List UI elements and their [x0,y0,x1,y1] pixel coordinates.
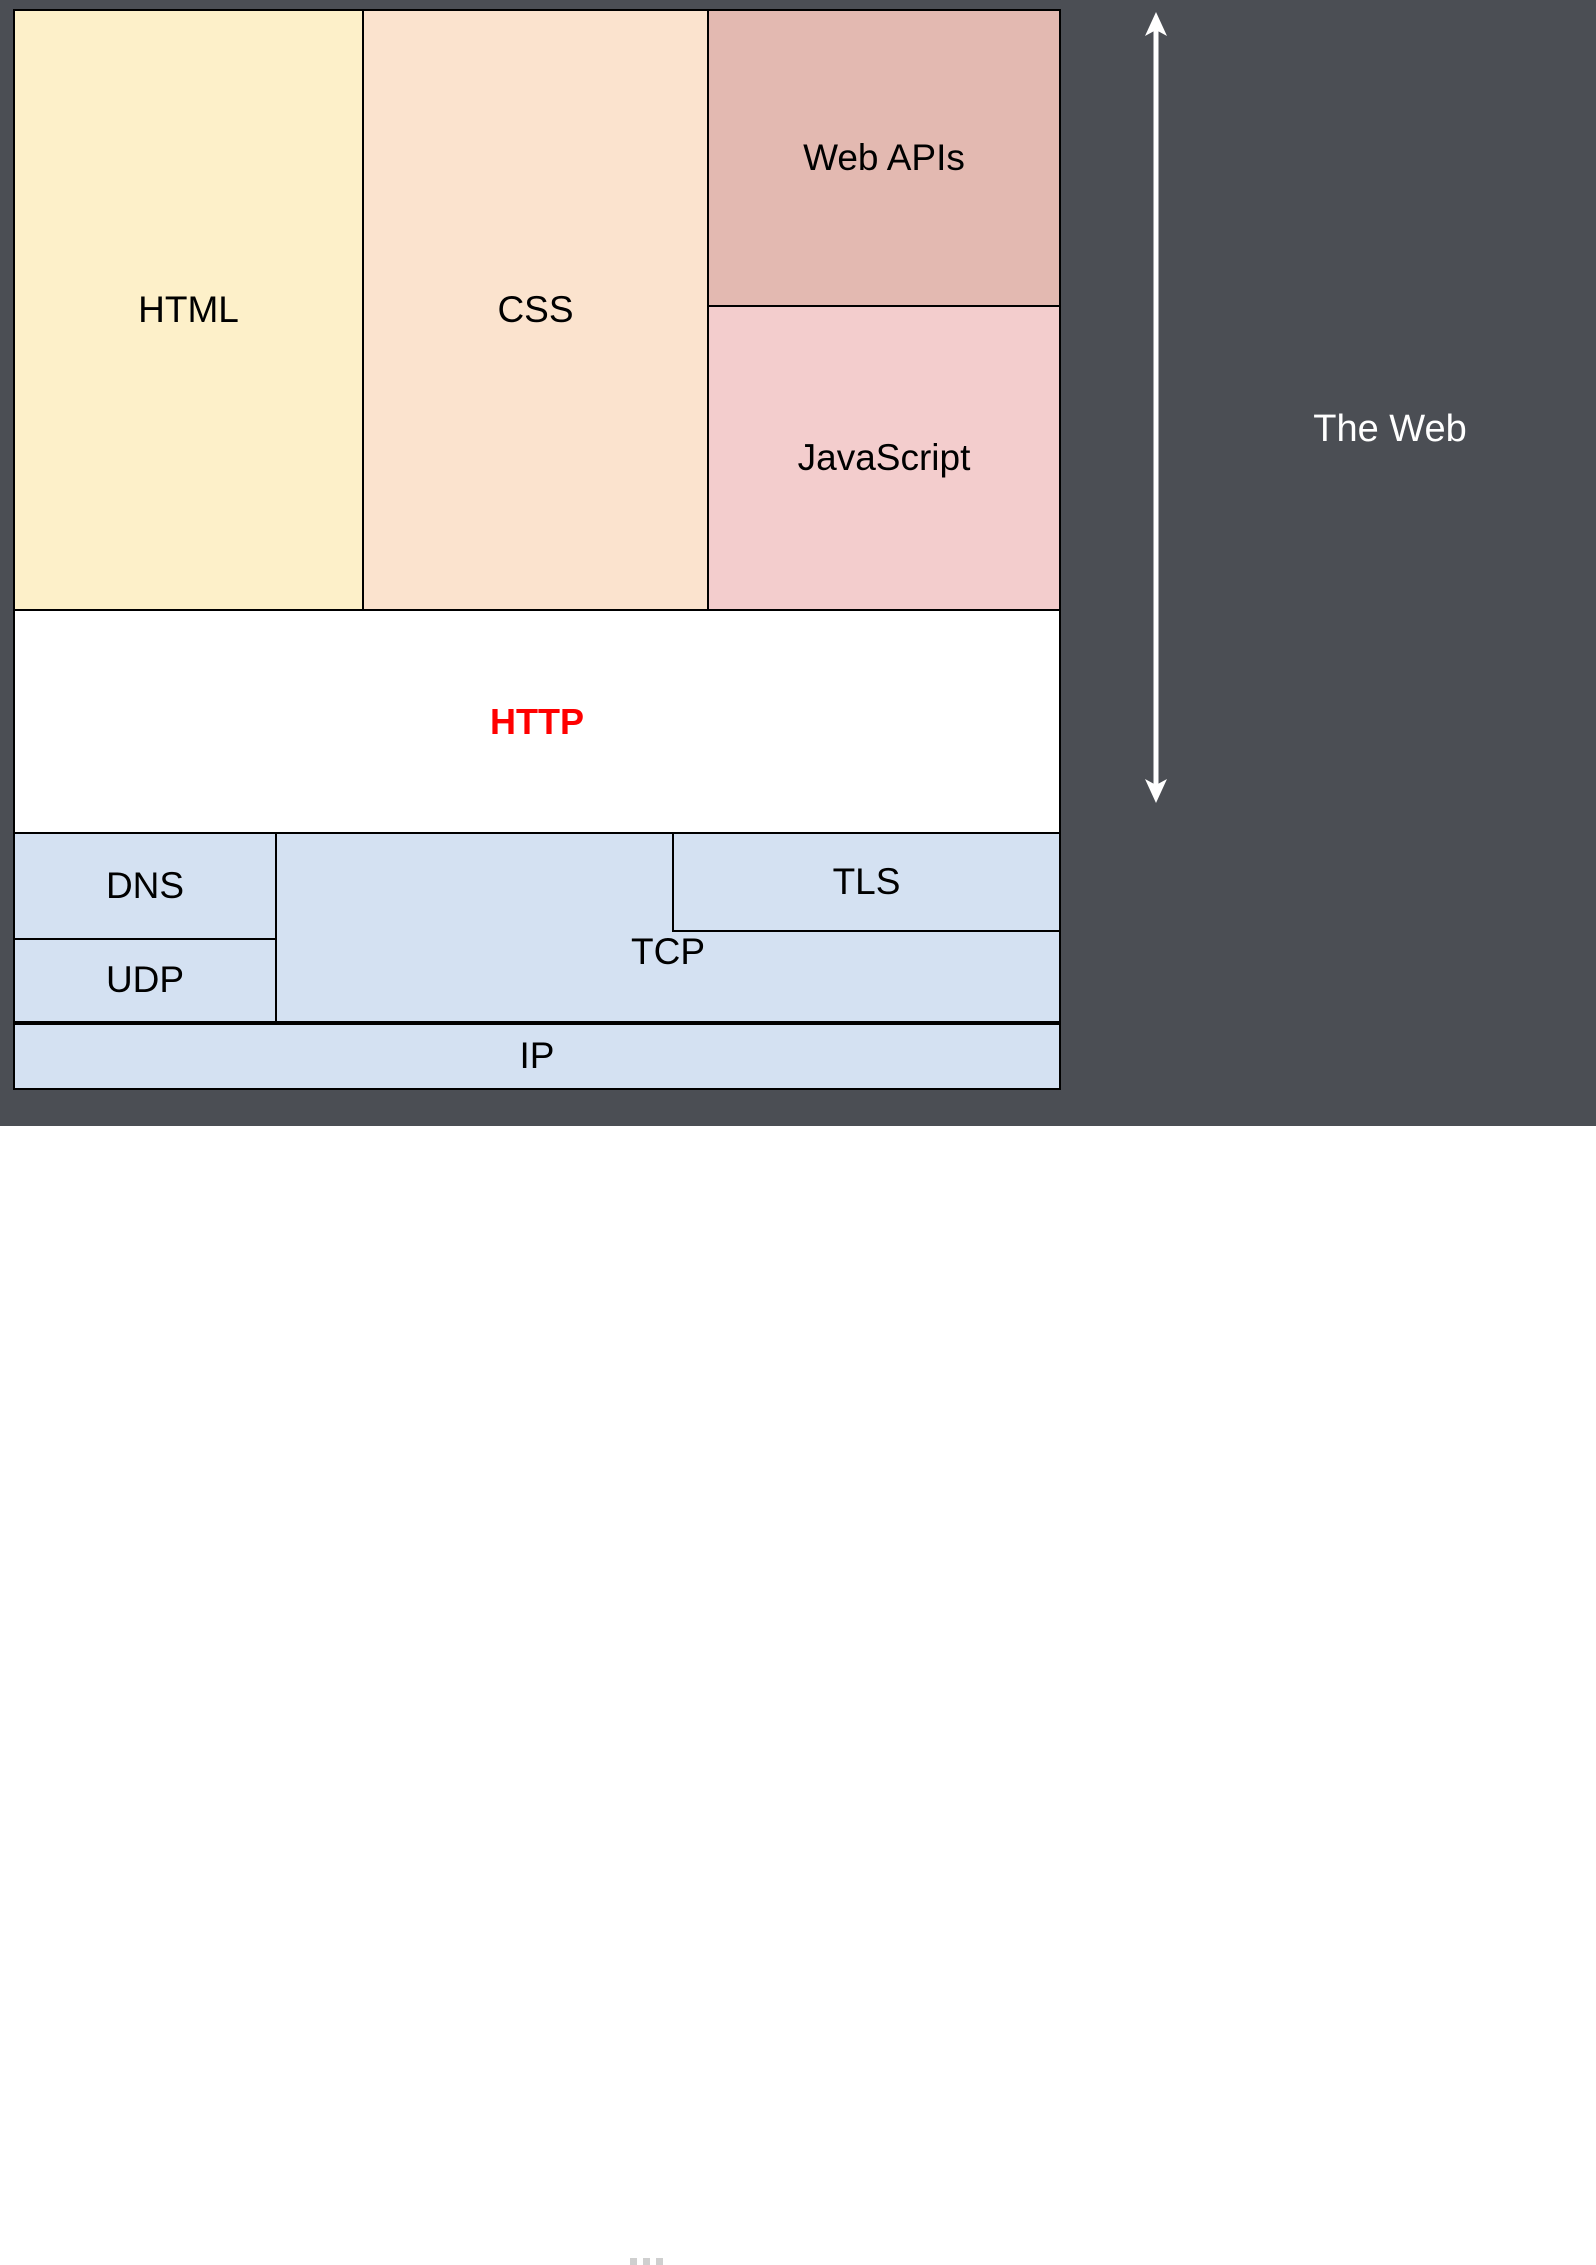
handle-dot [656,2258,663,2265]
block-http[interactable]: HTTP [13,609,1061,834]
block-javascript[interactable]: JavaScript [707,305,1061,611]
block-ip[interactable]: IP [13,1023,1061,1090]
bottom-strip [0,1126,1596,2265]
resize-handle-dots-icon[interactable] [630,2258,663,2265]
block-tls[interactable]: TLS [672,832,1061,932]
block-css[interactable]: CSS [362,9,709,611]
block-udp[interactable]: UDP [13,938,277,1023]
block-web-apis[interactable]: Web APIs [707,9,1061,307]
handle-dot [643,2258,650,2265]
diagram-canvas: HTML CSS Web APIs JavaScript HTTP TCP TL… [0,0,1596,1126]
the-web-label: The Web [1313,408,1467,450]
block-html[interactable]: HTML [13,9,364,611]
double-headed-vertical-arrow-icon [1145,12,1167,803]
block-dns[interactable]: DNS [13,832,277,940]
handle-dot [630,2258,637,2265]
